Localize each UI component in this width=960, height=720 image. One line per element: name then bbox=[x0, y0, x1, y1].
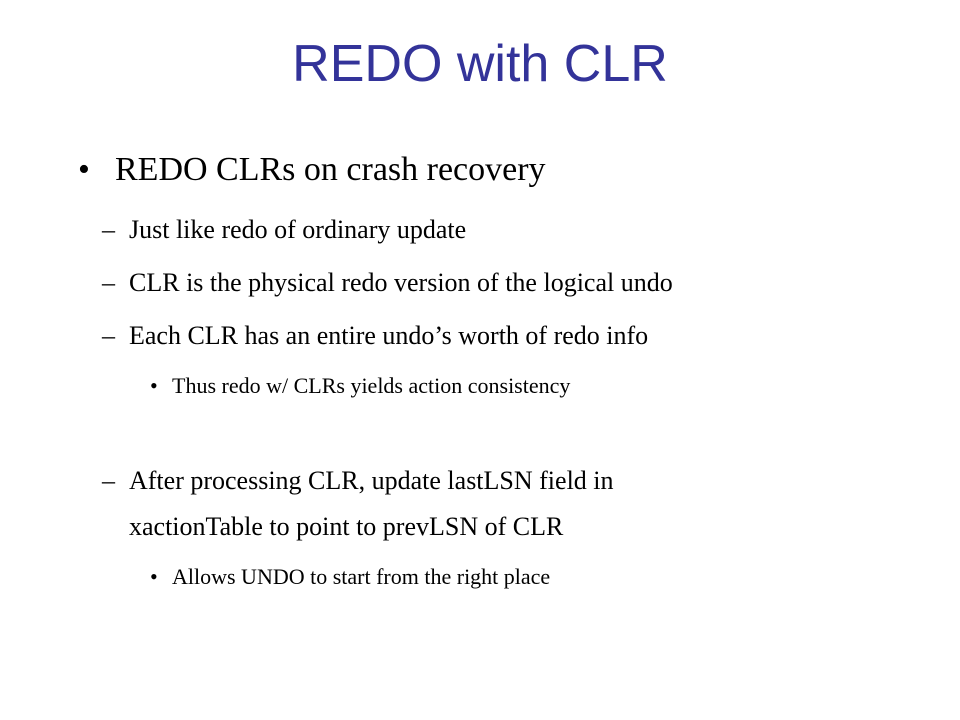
bullet-text-redo-clrs: REDO CLRs on crash recovery bbox=[115, 151, 546, 188]
sub-bullet-marker: • bbox=[150, 373, 158, 398]
sub-bullet-text-allows-undo: Allows UNDO to start from the right plac… bbox=[172, 564, 551, 589]
dash-marker: – bbox=[102, 466, 115, 495]
dash-marker: – bbox=[102, 215, 115, 244]
slide-title: REDO with CLR bbox=[292, 35, 668, 93]
dash-text-just-like-redo: Just like redo of ordinary update bbox=[129, 215, 467, 244]
dash-text-clr-physical-redo: CLR is the physical redo version of the … bbox=[129, 268, 673, 297]
dash-text-after-processing: After processing CLR, update lastLSN fie… bbox=[129, 466, 614, 495]
bullet-marker: • bbox=[78, 151, 90, 188]
dash-text-after-processing-cont: xactionTable to point to prevLSN of CLR bbox=[129, 512, 564, 541]
sub-bullet-marker: • bbox=[150, 564, 158, 589]
dash-marker: – bbox=[102, 321, 115, 350]
dash-text-each-clr: Each CLR has an entire undo’s worth of r… bbox=[129, 321, 649, 350]
dash-marker: – bbox=[102, 268, 115, 297]
sub-bullet-text-thus-redo: Thus redo w/ CLRs yields action consiste… bbox=[172, 373, 571, 398]
